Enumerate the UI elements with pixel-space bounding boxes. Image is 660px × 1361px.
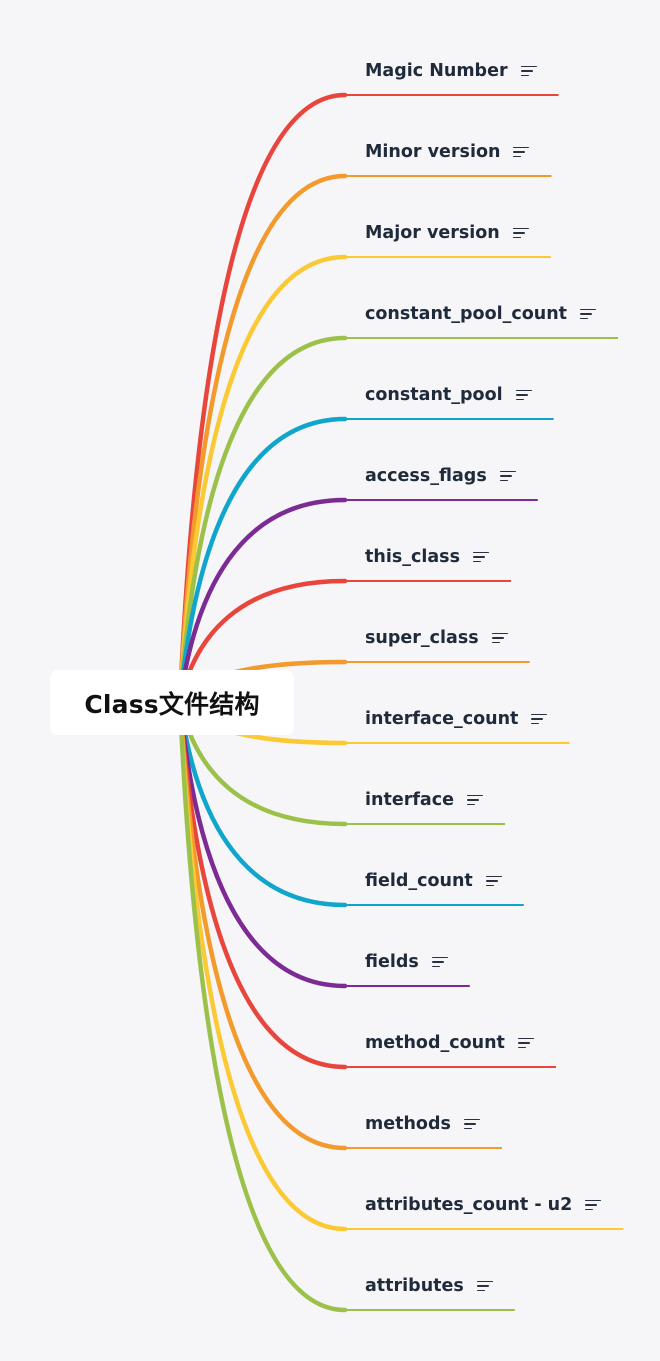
branch-curve: [177, 699, 348, 1151]
note-icon[interactable]: [531, 713, 548, 726]
child-label: interface: [365, 790, 454, 810]
child-label: field_count: [365, 871, 473, 891]
child-label: super_class: [365, 628, 479, 648]
child-node[interactable]: access_flags: [365, 463, 516, 489]
child-node[interactable]: methods: [365, 1111, 480, 1137]
child-node[interactable]: this_class: [365, 544, 490, 570]
note-icon[interactable]: [517, 1037, 534, 1050]
note-icon[interactable]: [491, 632, 508, 645]
branch-curve: [177, 416, 348, 705]
child-label: fields: [365, 952, 419, 972]
note-icon[interactable]: [499, 470, 516, 483]
branch-curve: [177, 699, 348, 1232]
branch-curve: [177, 335, 348, 705]
note-icon[interactable]: [473, 551, 490, 564]
branch-curve: [177, 254, 348, 705]
child-label: Major version: [365, 223, 500, 243]
note-icon[interactable]: [476, 1280, 493, 1293]
child-node[interactable]: fields: [365, 949, 448, 975]
child-label: this_class: [365, 547, 461, 567]
note-icon[interactable]: [467, 794, 483, 807]
child-node[interactable]: constant_pool_count: [365, 301, 597, 327]
child-label: access_flags: [365, 466, 487, 486]
child-node[interactable]: field_count: [365, 868, 502, 894]
child-label: constant_pool: [365, 385, 503, 405]
root-label: Class文件结构: [84, 689, 260, 719]
child-node[interactable]: interface_count: [365, 706, 548, 732]
branch-curve: [177, 699, 348, 1313]
child-label: Magic Number: [365, 61, 508, 81]
child-label: attributes_count - u2: [365, 1195, 573, 1215]
branch-curve: [177, 699, 348, 908]
note-icon[interactable]: [513, 146, 530, 159]
child-node[interactable]: Magic Number: [365, 58, 537, 84]
note-icon[interactable]: [485, 875, 502, 888]
child-label: constant_pool_count: [365, 304, 568, 324]
child-node[interactable]: interface: [365, 787, 483, 813]
note-icon[interactable]: [585, 1199, 602, 1212]
child-node[interactable]: Minor version: [365, 139, 530, 165]
child-node[interactable]: constant_pool: [365, 382, 532, 408]
child-node[interactable]: Major version: [365, 220, 529, 246]
child-label: attributes: [365, 1276, 464, 1296]
child-label: methods: [365, 1114, 451, 1134]
note-icon[interactable]: [431, 956, 448, 969]
note-icon[interactable]: [580, 308, 597, 321]
child-label: method_count: [365, 1033, 505, 1053]
branch-curve: [177, 92, 348, 705]
child-label: Minor version: [365, 142, 501, 162]
branch-curve: [177, 173, 348, 705]
note-icon[interactable]: [463, 1118, 480, 1131]
child-node[interactable]: super_class: [365, 625, 508, 651]
child-node[interactable]: attributes_count - u2: [365, 1192, 602, 1218]
branch-curve: [177, 497, 348, 705]
child-node[interactable]: attributes: [365, 1273, 493, 1299]
child-label: interface_count: [365, 709, 519, 729]
note-icon[interactable]: [512, 227, 529, 240]
note-icon[interactable]: [520, 65, 537, 78]
child-node[interactable]: method_count: [365, 1030, 534, 1056]
root-node[interactable]: Class文件结构: [50, 670, 294, 735]
note-icon[interactable]: [515, 389, 532, 402]
